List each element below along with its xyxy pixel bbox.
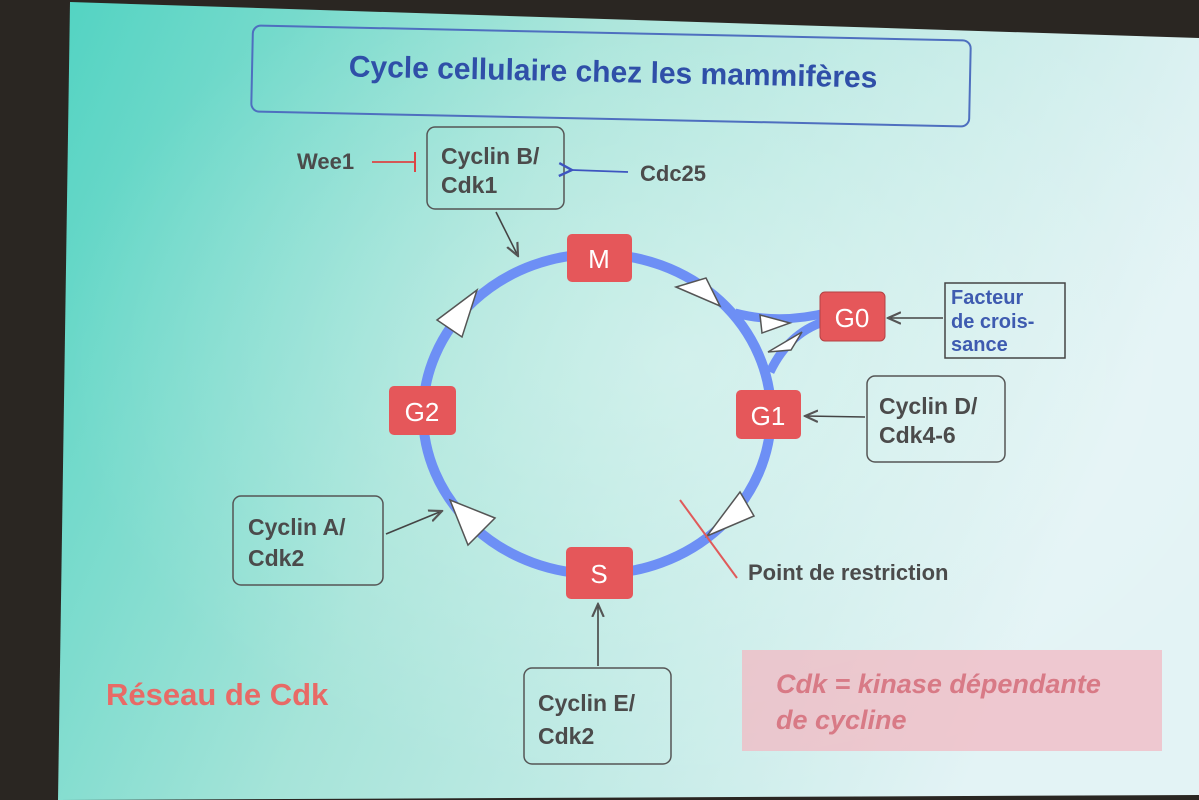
cyclin-e-box: Cyclin E/ Cdk2	[523, 667, 672, 765]
phase-g1-label: G1	[751, 401, 786, 431]
cyclin-b-line1: Cyclin B/	[441, 143, 540, 169]
cyclin-d-arrow	[805, 416, 866, 417]
arrow-s-to-g2	[448, 498, 497, 547]
facteur-line1: Facteur	[951, 287, 1023, 309]
arrow-from-g0	[767, 331, 803, 353]
cyclin-a-box: Cyclin A/ Cdk2	[232, 495, 384, 586]
cyclin-b-line2: Cdk1	[441, 172, 497, 198]
arrow-g2-to-m	[435, 287, 479, 339]
cyclin-a-arrow	[385, 511, 442, 535]
cyclin-b-box: Cyclin B/ Cdk1	[426, 126, 565, 210]
phase-g1: G1	[736, 390, 801, 439]
wee1-label: Wee1	[297, 149, 354, 174]
cdc25-arrow	[572, 170, 629, 172]
facteur-line2: de crois-	[951, 311, 1034, 333]
phase-g2: G2	[389, 386, 456, 435]
cyclin-d-line1: Cyclin D/	[879, 393, 978, 419]
arrow-to-g0	[759, 313, 793, 335]
restriction-point-line	[679, 499, 738, 579]
cdc25-label: Cdc25	[640, 161, 706, 186]
cyclin-e-line1: Cyclin E/	[538, 690, 636, 716]
cyclin-b-arrow	[495, 211, 518, 256]
phase-s-label: S	[590, 559, 607, 589]
cyclin-d-line2: Cdk4-6	[879, 422, 956, 448]
reseau-label: Réseau de Cdk	[106, 677, 329, 712]
cdk-definition-line1: Cdk = kinase dépendante	[776, 669, 1101, 699]
phase-m: M	[567, 234, 632, 282]
phase-g0: G0	[819, 291, 886, 342]
cyclin-a-line2: Cdk2	[248, 545, 304, 571]
phase-g0-label: G0	[835, 303, 870, 333]
cdk-definition-line2: de cycline	[776, 705, 907, 735]
cdk-definition-box: Cdk = kinase dépendante de cycline	[742, 650, 1162, 751]
phase-s: S	[566, 547, 633, 599]
restriction-label: Point de restriction	[748, 560, 948, 585]
slide-glow	[58, 2, 1199, 800]
arrow-g1-to-s	[704, 490, 756, 538]
cyclin-d-box: Cyclin D/ Cdk4-6	[866, 375, 1006, 463]
phase-m-label: M	[588, 244, 610, 274]
facteur-line3: sance	[951, 334, 1008, 356]
facteur-box: Facteur de crois- sance	[944, 282, 1066, 359]
arrow-m-to-g1	[673, 277, 722, 308]
cycle-direction-arrows	[435, 277, 803, 547]
cyclin-a-line1: Cyclin A/	[248, 514, 346, 540]
cyclin-e-line2: Cdk2	[538, 723, 594, 749]
phase-g2-label: G2	[405, 397, 440, 427]
